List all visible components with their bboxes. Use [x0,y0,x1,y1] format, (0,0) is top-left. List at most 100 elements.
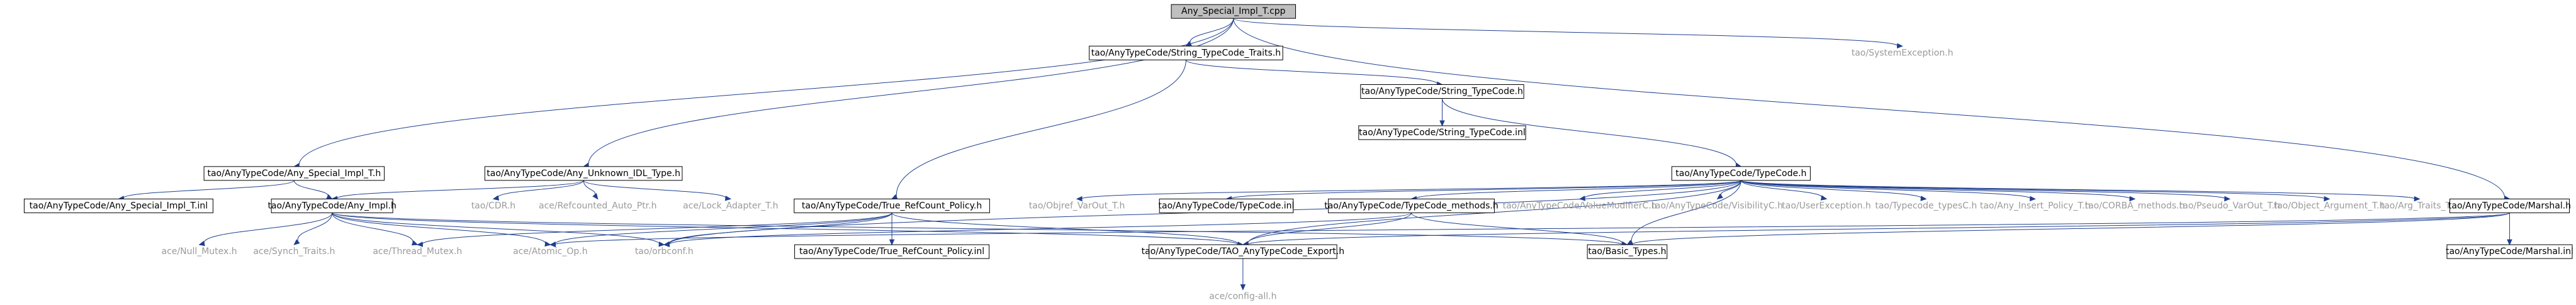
node-anyimpl[interactable]: tao/AnyTypeCode/Any_Impl.h [267,198,397,213]
edge-anyimpl-to-atomic [332,213,551,247]
edge-asih-to-asiinl [118,180,295,201]
edge-auit-to-anyimpl [331,180,584,202]
edge-tch-to-objvar [1076,180,1741,202]
edge-line [1081,180,1741,199]
node-box [1360,84,1524,99]
edge-root-to-sysexc [1233,18,1903,49]
node-label: tao/Any_Insert_Policy_T.h [1980,201,2091,211]
edge-arrowhead [2129,196,2136,202]
node-label: tao/AnyTypeCode/Marshal.inl [2446,247,2573,257]
edge-arrowhead [1240,284,1246,291]
node-asih[interactable]: tao/AnyTypeCode/Any_Special_Impl_T.h [203,166,385,181]
edge-tch-to-tcinl [1225,180,1741,202]
node-trcinl[interactable]: tao/AnyTypeCode/True_RefCount_Policy.inl [794,244,990,259]
node-label: tao/CORBA_methods.h [2085,201,2185,211]
edge-line [1740,180,2031,199]
node-objarg: tao/Object_Argument_T.h [2274,201,2385,211]
node-label: tao/orbconf.h [635,247,694,257]
node-box [1587,244,1668,259]
edge-line [583,180,726,199]
edge-marshal-to-marshinl [2507,213,2512,246]
edge-root-to-auit [582,18,1234,169]
node-truerc[interactable]: tao/AnyTypeCode/True_RefCount_Policy.h [794,198,990,213]
node-marshal[interactable]: tao/AnyTypeCode/Marshal.h [2448,198,2571,213]
node-box [2449,198,2570,213]
edge-line [1190,18,1234,44]
edge-arrowhead [2324,196,2331,202]
node-label: tao/AnyTypeCode/String_TypeCode.inl [1359,128,1526,138]
edge-line [293,180,329,197]
node-asiinl[interactable]: tao/AnyTypeCode/Any_Special_Impl_T.inl [23,198,213,213]
edge-line [554,212,892,245]
node-label: tao/AnyTypeCode/True_RefCount_Policy.inl [799,247,984,257]
edge-root-to-marshal [1233,18,2511,201]
node-tch[interactable]: tao/AnyTypeCode/TypeCode.h [1671,166,1811,181]
node-vmc: tao/AnyTypeCode/ValueModifierC.h [1503,201,1657,211]
edge-marshal-to-basic [1626,212,2510,248]
node-label: tao/AnyTypeCode/Marshal.h [2448,201,2571,211]
edge-line [1740,180,2130,199]
edge-arrowhead [724,196,732,201]
node-label: ace/Synch_Traits.h [253,247,335,257]
node-label: tao/Objref_VarOut_T.h [1029,201,1125,211]
node-basic[interactable]: tao/Basic_Types.h [1587,244,1668,259]
node-stt[interactable]: tao/AnyTypeCode/String_TypeCode_Traits.h [1089,45,1283,60]
node-marshinl[interactable]: tao/AnyTypeCode/Marshal.inl [2446,244,2573,259]
edge-line [337,180,584,199]
node-box [794,244,990,259]
edge-line [896,60,1186,197]
node-box [1171,4,1296,19]
node-box [1149,244,1337,259]
node-label: ace/Lock_Adapter_T.h [683,201,778,211]
edge-tch-to-corbam [1740,180,2136,202]
node-stc[interactable]: tao/AnyTypeCode/String_TypeCode.h [1360,84,1524,99]
edge-line [332,212,1623,245]
edge-tch-to-pseudo [1740,180,2230,202]
node-label: tao/Arg_Traits_T.h [2381,201,2458,211]
edge-anyimpl-to-orbconf [332,212,665,247]
node-box [794,198,990,213]
node-root[interactable]: Any_Special_Impl_T.cpp [1171,4,1296,19]
edge-line [1584,180,1741,199]
node-export[interactable]: tao/AnyTypeCode/TAO_AnyTypeCode_Export.h [1142,244,1345,259]
node-tctypes: tao/Typecode_typesC.h [1875,201,1977,211]
node-tcinl[interactable]: tao/AnyTypeCode/TypeCode.inl [1159,198,1295,213]
edge-layer [118,18,2512,291]
node-sysexc: tao/SystemException.h [1852,48,1954,58]
edge-tch-to-tcmeth [1410,180,1741,202]
node-box [1328,198,1495,213]
node-nullmx: ace/Null_Mutex.h [162,247,237,257]
node-stcinl[interactable]: tao/AnyTypeCode/String_TypeCode.inl [1358,125,1526,140]
node-corbam: tao/CORBA_methods.h [2085,201,2185,211]
node-label: ace/Thread_Mutex.h [373,247,462,257]
edge-line [1740,180,1921,199]
edge-arrowhead [1076,196,1083,202]
edge-line [1230,180,1741,199]
node-cdr: tao/CDR.h [471,201,515,211]
node-tcmeth[interactable]: tao/AnyTypeCode/TypeCode_methods.h [1324,198,1499,213]
edge-line [123,180,295,199]
edge-line [1441,98,1737,166]
node-objvar: tao/Objref_VarOut_T.h [1029,201,1125,211]
node-anyins: tao/Any_Insert_Policy_T.h [1980,201,2091,211]
edge-line [203,213,333,244]
node-label: tao/AnyTypeCode/TAO_AnyTypeCode_Export.h [1142,247,1345,257]
node-label: tao/UserException.h [1782,201,1870,211]
node-label: tao/AnyTypeCode/Any_Special_Impl_T.inl [30,201,208,211]
node-label: ace/Atomic_Op.h [513,247,587,257]
node-label: tao/AnyTypeCode/ValueModifierC.h [1503,201,1657,211]
node-auit[interactable]: tao/AnyTypeCode/Any_Unknown_IDL_Type.h [484,166,683,181]
edge-tch-to-vmc [1578,180,1741,201]
edge-tch-to-userexc [1740,180,1828,201]
edge-line [422,212,892,245]
node-label: ace/Refcounted_Auto_Ptr.h [539,201,656,211]
edge-anyimpl-to-export [332,212,1244,248]
node-orbconf: tao/orbconf.h [635,247,694,257]
edge-arrowhead [2507,239,2512,246]
node-label: tao/AnyTypeCode/TypeCode.h [1675,169,1806,179]
edge-truerc-to-thrmx [417,212,892,247]
node-label: tao/AnyTypeCode/Any_Unknown_IDL_Type.h [487,169,680,179]
node-label: tao/AnyTypeCode/TypeCode_methods.h [1324,201,1498,211]
edge-arrowhead [417,241,424,247]
edge-arrowhead [198,240,205,247]
